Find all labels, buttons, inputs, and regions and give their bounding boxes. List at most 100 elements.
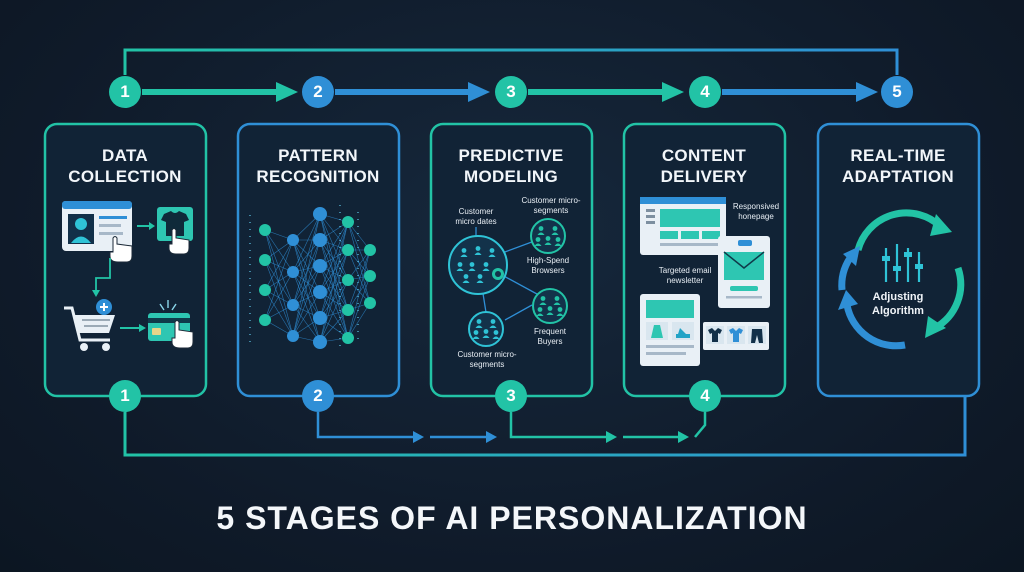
- nn-edge: [292, 239, 321, 337]
- top-loop-line: [123, 48, 899, 75]
- person-icon: [483, 329, 489, 334]
- person-icon: [493, 330, 499, 335]
- products-grid-icon: [703, 322, 769, 350]
- stage-3-top-number: 3: [506, 82, 516, 101]
- nn-edge: [292, 239, 321, 306]
- nn-edge: [347, 302, 371, 339]
- nn-edge: [319, 309, 349, 343]
- label-adjusting-algorithm: Adjusting Algorithm: [872, 291, 924, 317]
- stage-4-title-line1: CONTENT: [661, 146, 747, 165]
- top-badges: [109, 76, 913, 108]
- nn-edge: [319, 239, 349, 281]
- person-icon: [545, 236, 551, 241]
- nn-node: [313, 335, 327, 349]
- nn-edge: [319, 239, 349, 311]
- person-body-icon: [460, 254, 468, 257]
- nn-edge: [347, 249, 371, 304]
- person-icon: [489, 248, 495, 253]
- person-body-icon: [456, 268, 464, 271]
- stage-1-title-line1: DATA: [102, 146, 148, 165]
- stage-3-title: PREDICTIVE MODELING: [436, 145, 586, 187]
- person-icon: [547, 306, 553, 311]
- stage-2-title: PATTERN RECOGNITION: [243, 145, 393, 187]
- person-body-icon: [462, 280, 470, 283]
- person-icon: [490, 319, 496, 324]
- nn-edge: [292, 265, 321, 306]
- person-body-icon: [472, 336, 480, 339]
- nn-edge: [292, 291, 321, 337]
- person-icon: [461, 248, 467, 253]
- stage-1-title: DATA COLLECTION: [50, 145, 200, 187]
- nn-edge: [292, 271, 321, 343]
- homepage-window-icon: [640, 197, 726, 255]
- nn-edge: [292, 239, 321, 343]
- stage-2-title-line2: RECOGNITION: [256, 167, 380, 186]
- top-arrows: [142, 82, 878, 102]
- person-body-icon: [492, 336, 500, 339]
- nn-edge: [319, 213, 349, 281]
- arrow-head-icon: [149, 222, 155, 230]
- stage-5-title-line2: ADAPTATION: [842, 167, 954, 186]
- nn-edge: [319, 221, 349, 319]
- nn-node: [364, 297, 376, 309]
- person-body-icon: [537, 232, 545, 235]
- nn-node: [259, 224, 271, 236]
- nn-node: [313, 259, 327, 273]
- nn-node: [259, 254, 271, 266]
- label-micro-dates: Customer micro dates: [455, 207, 497, 226]
- person-icon: [552, 226, 558, 231]
- nn-edge: [264, 239, 294, 321]
- people-icons: [456, 226, 564, 339]
- person-body-icon: [551, 232, 559, 235]
- nn-node: [342, 304, 354, 316]
- nn-edge: [292, 239, 321, 319]
- bottom-loop-line: [123, 396, 967, 457]
- person-body-icon: [475, 325, 483, 328]
- nn-edge: [319, 221, 349, 267]
- nn-edge: [347, 221, 371, 304]
- person-icon: [557, 307, 563, 312]
- person-icon: [469, 262, 475, 267]
- person-body-icon: [474, 252, 482, 255]
- nn-edge: [264, 229, 294, 306]
- stage-5-top-number: 5: [892, 82, 902, 101]
- profile-card-icon: [62, 201, 132, 251]
- nn-edge: [319, 249, 349, 319]
- sliders-icon: [882, 244, 923, 282]
- flow-arrow-icon: [95, 258, 111, 292]
- nn-edge: [319, 213, 349, 311]
- high-spend-cluster-icon: [530, 218, 566, 254]
- cycle-arrows-icon: [838, 209, 965, 350]
- nn-node: [313, 233, 327, 247]
- person-body-icon: [534, 243, 542, 246]
- person-icon: [540, 296, 546, 301]
- nn-edge: [347, 275, 371, 339]
- nn-node: [287, 299, 299, 311]
- nn-node: [259, 284, 271, 296]
- stage-3-title-line2: MODELING: [463, 167, 558, 186]
- person-icon: [555, 237, 561, 242]
- person-icon: [483, 262, 489, 267]
- stage-1-top-number: 1: [120, 82, 130, 101]
- label-micro-segments-top: Customer micro-segments: [521, 196, 581, 215]
- nn-node: [342, 274, 354, 286]
- person-body-icon: [553, 302, 561, 305]
- person-body-icon: [556, 313, 564, 316]
- nn-node: [364, 270, 376, 282]
- person-body-icon: [544, 242, 552, 245]
- micro-segments-cluster-icon: [468, 311, 504, 347]
- stage-4-title: CONTENT DELIVERY: [629, 145, 779, 187]
- stage-2-bottom-number: 2: [313, 386, 323, 405]
- person-body-icon: [476, 280, 484, 283]
- nn-edge: [319, 249, 349, 343]
- nn-node: [287, 330, 299, 342]
- bottom-arrows: [316, 412, 707, 443]
- nn-node: [342, 244, 354, 256]
- nn-edge: [319, 213, 349, 339]
- person-icon: [535, 237, 541, 242]
- nn-node: [313, 311, 327, 325]
- bottom-badges: [109, 380, 721, 412]
- person-icon: [477, 274, 483, 279]
- nn-node: [287, 234, 299, 246]
